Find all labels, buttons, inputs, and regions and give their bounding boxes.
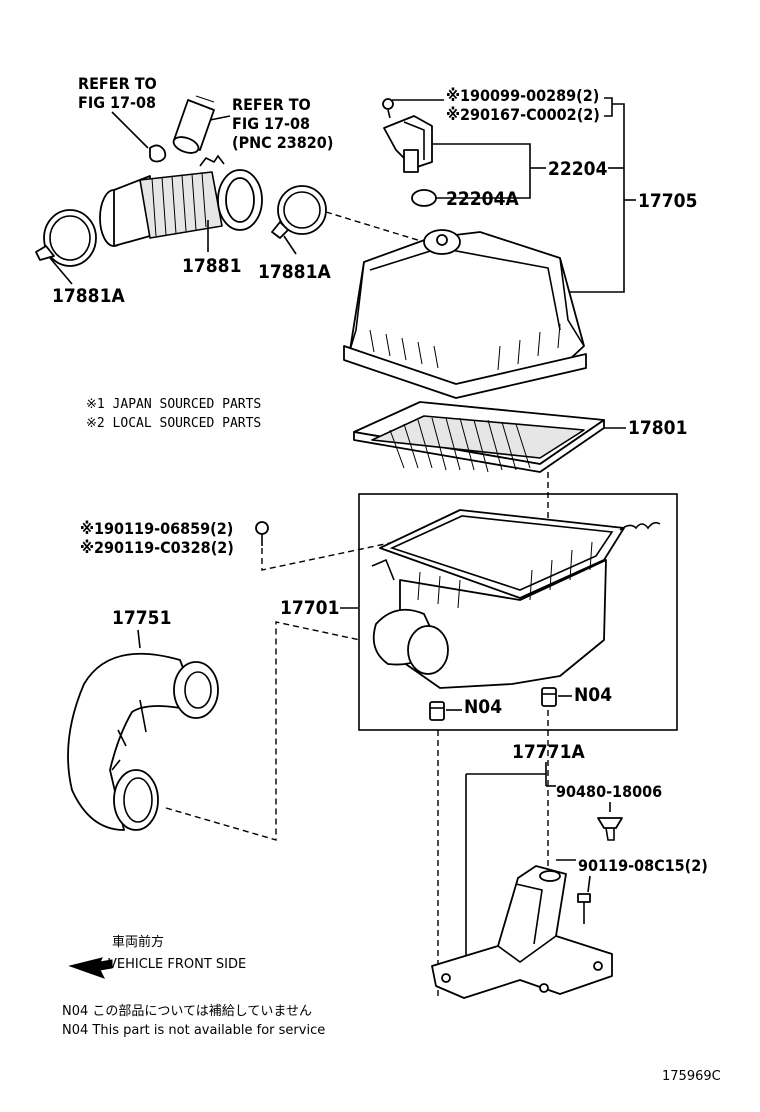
label-90167: ※290167-C0002(2) [446,105,600,124]
label-17701: 17701 [280,597,339,619]
refer-b-leader [209,115,231,121]
label-90119-06859: ※190119-06859(2) [80,519,233,538]
screw-90099 [382,98,394,119]
note-en: N04 This part is not available for servi… [62,1023,325,1038]
leader-17881A-left [49,257,73,285]
leader-17751 [137,629,141,649]
label-N04-right: N04 [574,684,612,706]
grommet-N04-left [429,701,445,721]
air-duct-17751 [67,652,219,831]
label-90099: ※190099-00289(2) [446,86,599,105]
label-17801: 17801 [628,417,687,439]
hose-to-cover-dashline [325,211,425,243]
refer-a-leader [111,111,149,149]
label-17881A-right: 17881A [258,261,331,283]
frame-17701 [358,493,678,731]
label-17881A-left: 17881A [52,285,125,307]
label-22204A: 22204A [446,188,519,210]
refer-a-line2: FIG 17-08 [78,93,156,112]
label-90480: 90480-18006 [556,782,662,801]
label-N04-left: N04 [464,696,502,718]
support-bracket-17771A [431,865,613,999]
o-ring-22204A [411,189,437,207]
intake-hose-17881 [99,154,263,247]
refer-a-line1: REFER TO [78,74,157,93]
bracket-17771A [465,762,547,956]
clip-90480 [597,817,623,841]
label-17751: 17751 [112,607,171,629]
figure-id: 175969C [662,1069,721,1084]
direction-en: VEHICLE FRONT SIDE [108,957,246,972]
air-cleaner-cover-17705 [343,229,587,399]
refer-b-line2: FIG 17-08 [232,114,310,133]
refer-b-line3: (PNC 23820) [232,133,333,152]
bracket-17705 [566,97,625,293]
label-90119-08C15: 90119-08C15(2) [578,856,708,875]
duct-dashline [165,621,361,841]
grommet-N04-right [541,687,557,707]
screw-dashline [261,539,405,571]
vacuum-nipple [149,144,167,163]
screw-90119-06859 [255,521,269,546]
note-jp: N04 この部品については補給していません [62,1004,312,1019]
legend-japan: ※1 JAPAN SOURCED PARTS [86,397,261,412]
label-22204: 22204 [548,158,608,180]
label-17705: 17705 [638,190,697,212]
air-cleaner-case-17701 [371,509,661,689]
air-filter-17801 [353,401,605,473]
clamp-17881A-left [35,209,97,267]
refer-b-line1: REFER TO [232,95,311,114]
airflow-meter-22204 [383,115,433,173]
leader-17881A-right [283,235,297,255]
bracket-22204 [432,143,531,199]
breather-hose [172,95,215,154]
clamp-17881A-right [271,185,327,239]
label-17881: 17881 [182,255,241,277]
bolt-90119-08C15 [577,893,591,924]
direction-jp: 車両前方 [112,934,164,950]
label-90119-C0328: ※290119-C0328(2) [80,538,234,557]
label-17771A: 17771A [512,741,585,763]
front-arrow-icon [68,957,113,979]
legend-local: ※2 LOCAL SOURCED PARTS [86,416,261,431]
